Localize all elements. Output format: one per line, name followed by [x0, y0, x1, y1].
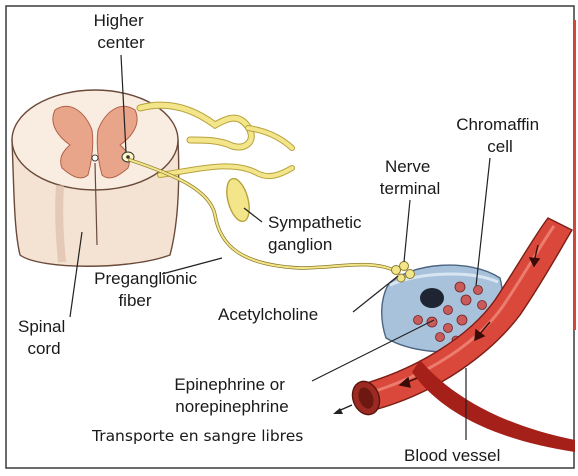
nerve-fibers: [128, 101, 400, 274]
cell-nucleus: [420, 288, 444, 308]
sympathetic-ganglion: [226, 177, 250, 223]
blood-vessel-tube: [358, 217, 573, 411]
decorative-swoosh: [412, 360, 575, 452]
label-epinephrine: Epinephrine or norepinephrine: [174, 375, 289, 416]
anterior-median-fissure: [94, 162, 98, 246]
label-blood-vessel: Blood vessel: [404, 446, 500, 465]
chromaffin-cell: [381, 261, 503, 353]
label-sympathetic-ganglion: Sympathetic ganglion: [268, 213, 366, 254]
cord-shading: [55, 184, 66, 263]
spinal-cord-segment: [11, 89, 180, 267]
central-canal: [91, 154, 99, 162]
label-transport-note: Transporte en sangre libres: [91, 427, 303, 445]
label-spinal-cord: Spinal cord: [18, 317, 70, 358]
secretory-granules: [413, 281, 487, 345]
label-acetylcholine: Acetylcholine: [218, 305, 318, 324]
label-preganglionic-fiber: Preganglionic fiber: [94, 269, 202, 310]
label-chromaffin-cell: Chromaffin cell: [456, 115, 544, 156]
label-higher-center: Higher center: [94, 11, 149, 52]
leader-lines: [69, 54, 491, 440]
label-nerve-terminal: Nerve terminal: [380, 157, 440, 198]
gray-matter-butterfly: [52, 105, 138, 179]
